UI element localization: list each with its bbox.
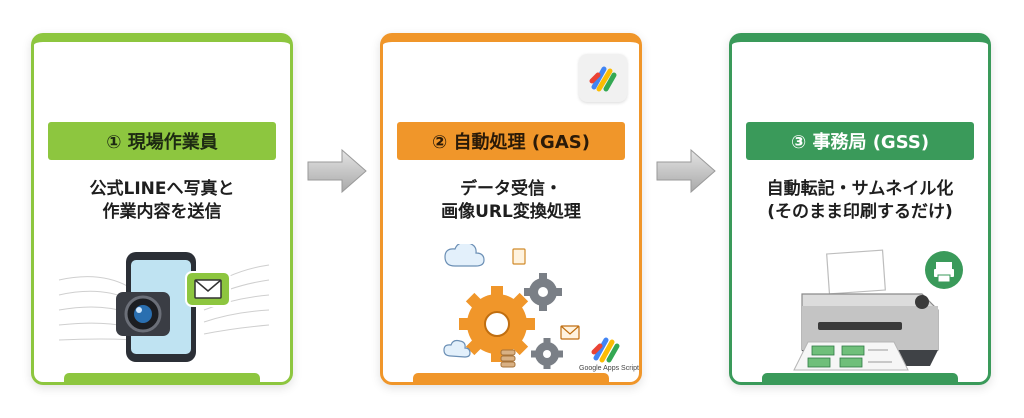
step-description: データ受信・ 画像URL変換処理 (391, 178, 631, 224)
step-heading: ① 現場作業員 (48, 122, 276, 160)
smartphone-camera-mail-icon (58, 252, 270, 362)
step-description-line: 公式LINEへ写真と (89, 179, 235, 199)
right-arrow-icon (307, 148, 367, 194)
google-apps-script-logo (579, 54, 627, 102)
step-heading: ② 自動処理 (GAS) (397, 122, 625, 160)
step-description: 自動転記・サムネイル化 (そのまま印刷するだけ) (740, 178, 980, 224)
step-description-line: 作業内容を送信 (102, 202, 222, 222)
card-bottom-accent (64, 373, 260, 382)
step-card-office: ③ 事務局 (GSS) 自動転記・サムネイル化 (そのまま印刷するだけ) (729, 33, 991, 385)
step-heading: ③ 事務局 (GSS) (746, 122, 974, 160)
step-description: 公式LINEへ写真と 作業内容を送信 (42, 178, 282, 224)
google-apps-script-caption: Google Apps Script (579, 365, 639, 372)
google-apps-script-icon (589, 66, 617, 92)
step-description-line: データ受信・ (460, 179, 562, 199)
step-card-field-worker: ① 現場作業員 公式LINEへ写真と 作業内容を送信 (31, 33, 293, 385)
right-arrow-icon (656, 148, 716, 194)
gears-cloud-database-icon (443, 244, 580, 369)
step-card-auto-processing: ② 自動処理 (GAS) データ受信・ 画像URL変換処理 (380, 33, 642, 385)
card-bottom-accent (413, 373, 609, 382)
step-description-line: 自動転記・サムネイル化 (766, 179, 954, 199)
printer-icon (793, 249, 963, 371)
google-apps-script-icon (591, 337, 620, 363)
card-bottom-accent (762, 373, 958, 382)
step-description-line: 画像URL変換処理 (441, 202, 581, 222)
step-description-line: (そのまま印刷するだけ) (767, 202, 953, 222)
